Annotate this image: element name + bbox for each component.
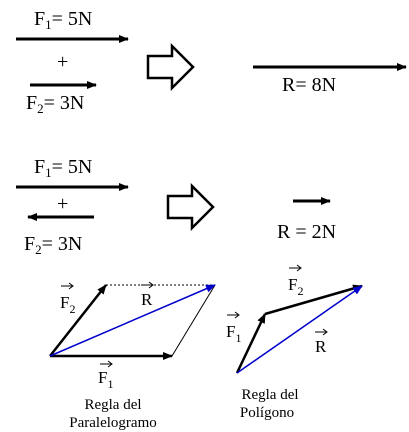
polygon-f2-label: F2 — [288, 275, 303, 298]
row1-result-label: R= 8N — [282, 74, 336, 96]
parallelogram-f1-label: F1 — [98, 368, 113, 391]
polygon-caption-line2: Polígono — [240, 405, 294, 421]
row2-opposite-direction: F1= 5N + F2= 3N R = 2N — [16, 156, 336, 257]
parallelogram-f2-label: F2 — [60, 293, 75, 316]
parallelogram-f2-vector-mark-icon — [61, 282, 74, 290]
row2-f2-label: F2= 3N — [24, 233, 82, 257]
parallelogram-f1-vector-mark-icon — [100, 360, 113, 368]
parallelogram-f2-arrow — [49, 284, 107, 357]
row1-plus: + — [57, 51, 68, 73]
polygon-resultant-arrow — [236, 285, 363, 374]
parallelogram-resultant-arrow — [49, 284, 216, 357]
parallelogram-r-vector-mark-icon — [141, 281, 154, 289]
parallelogram-caption-line2: Paralelogramo — [69, 415, 156, 431]
row1-f1-label: F1= 5N — [34, 8, 92, 32]
polygon-caption-line1: Regla del — [241, 387, 298, 403]
row2-f1-label: F1= 5N — [34, 156, 92, 180]
polygon-f2-arrow — [264, 284, 363, 316]
polygon-f2-vector-mark-icon — [289, 264, 302, 272]
row1-implies-arrow-icon — [146, 42, 195, 92]
polygon-f1-label: F1 — [226, 322, 241, 345]
polygon-r-vector-mark-icon — [315, 328, 328, 336]
polygon-f1-arrow — [235, 313, 267, 374]
row1-f2-label: F2= 3N — [26, 92, 84, 116]
parallelogram-right-side — [171, 284, 216, 357]
polygon-rule: F1 F2 R Regla del Polígono — [226, 264, 363, 421]
polygon-r-label: R — [315, 337, 327, 356]
parallelogram-caption-line1: Regla del — [84, 397, 141, 413]
parallelogram-r-label: R — [141, 290, 153, 309]
row1-same-direction: F1= 5N + F2= 3N R= 8N — [16, 8, 407, 116]
parallelogram-rule: F2 R F1 Regla del Paralelogramo — [49, 281, 216, 431]
row2-implies-arrow-icon — [166, 182, 215, 232]
row2-plus: + — [57, 193, 68, 215]
row2-result-label: R = 2N — [277, 221, 336, 243]
polygon-f1-vector-mark-icon — [227, 311, 240, 319]
